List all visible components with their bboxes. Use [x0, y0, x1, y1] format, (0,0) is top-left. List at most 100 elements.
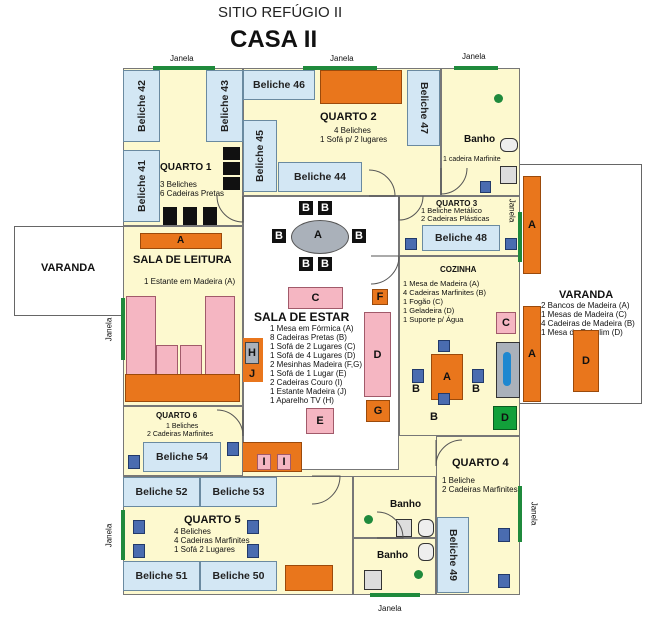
chair-b-kitchen: [412, 369, 424, 383]
banho-top-item: 1 cadeira Marfinite: [443, 156, 501, 163]
sala-de-estar-item: 1 Mesa em Fórmica (A): [270, 324, 354, 333]
shower-icon: [364, 515, 373, 524]
sink-icon: [418, 543, 434, 561]
quarto-6-item: 1 Beliches: [166, 423, 199, 430]
stove-c: C: [496, 312, 516, 334]
window: [153, 66, 215, 70]
quarto-5-name: QUARTO 5: [184, 514, 241, 526]
banho-mid-name: Banho: [390, 499, 422, 510]
plastic-chair: [505, 238, 517, 250]
right-veranda-item: 2 Bancos de Madeira (A): [541, 301, 630, 310]
beliche-44: Beliche 44: [278, 162, 362, 192]
shelf-bottom: [125, 374, 240, 402]
beliche-50: Beliche 50: [200, 561, 277, 591]
black-chair: [203, 207, 217, 225]
quarto-5-item: 4 Cadeiras Marfinites: [174, 536, 250, 545]
chair-b: B: [318, 201, 332, 215]
black-chair: [223, 147, 240, 160]
quarto-5-item: 4 Beliches: [174, 527, 211, 536]
sala-de-estar-item: 2 Cadeiras Couro (I): [270, 378, 343, 387]
sink-icon: [396, 519, 412, 537]
house-title: CASA II: [230, 26, 318, 53]
pebolim-d: D: [573, 330, 599, 392]
cozinha-item: 4 Cadeiras Marfinites (B): [403, 288, 486, 297]
sala-de-estar-item: 1 Sofá de 1 Lugar (E): [270, 369, 347, 378]
cozinha-item: 1 Fogão (C): [403, 297, 444, 306]
black-chair: [223, 162, 240, 175]
chair-b-kitchen: [438, 340, 450, 352]
chair-b: B: [299, 257, 313, 271]
shower-icon: [414, 570, 423, 579]
window-label: Janela: [330, 54, 354, 63]
toilet-icon: [364, 570, 382, 590]
window: [370, 593, 420, 597]
left-veranda-label: VARANDA: [41, 262, 96, 274]
veranda-bench-a: A: [523, 176, 541, 274]
chair-e: E: [306, 408, 334, 434]
quarto-3-name: QUARTO 3: [436, 199, 478, 208]
black-chair: [183, 207, 197, 225]
beliche-51: Beliche 51: [123, 561, 200, 591]
sala-de-leitura-item: 1 Estante em Madeira (A): [144, 277, 236, 286]
shower-icon: [494, 94, 503, 103]
estante-a: [140, 233, 222, 249]
marfinite-chair: [227, 442, 239, 456]
quarto-1-item: 6 Cadeiras Pretas: [160, 189, 225, 198]
left-veranda: VARANDA: [14, 226, 126, 316]
window-label: Janela: [462, 52, 486, 61]
beliche-45: Beliche 45: [243, 120, 277, 192]
sala-de-estar-item: 8 Cadeiras Pretas (B): [270, 333, 347, 342]
fridge-d: D: [493, 406, 517, 430]
beliche-41: Beliche 41: [123, 150, 160, 222]
sala-de-leitura-name: SALA DE LEITURA: [133, 254, 232, 266]
quarto-2-name: QUARTO 2: [320, 111, 377, 123]
chair-b-label: B: [472, 383, 480, 395]
sala-de-estar-item: 1 Sofá de 2 Lugares (C): [270, 342, 356, 351]
sala-de-estar-name: SALA DE ESTAR: [254, 310, 350, 324]
kitchen-table-a: A: [431, 354, 463, 400]
chair-b-label: B: [430, 411, 438, 423]
marfinite-chair: [498, 528, 510, 542]
dining-table-a: [291, 220, 349, 254]
quarto-6-name: QUARTO 6: [156, 411, 198, 420]
cozinha-item: 1 Geladeira (D): [403, 306, 455, 315]
cozinha-name: COZINHA: [440, 265, 477, 274]
window: [303, 66, 377, 70]
marfinite-chair: [128, 455, 140, 469]
beliche-49: Beliche 49: [437, 517, 469, 593]
right-veranda-item: 4 Cadeiras de Madeira (B): [541, 319, 635, 328]
sofa-2-lugares: [320, 70, 402, 104]
sofa-right: [205, 296, 235, 378]
quarto-3-item: 2 Cadeiras Plásticas: [421, 214, 490, 223]
cozinha-item: 1 Mesa de Madeira (A): [403, 279, 480, 288]
chair-b: B: [352, 229, 366, 243]
window-label: Janela: [170, 54, 194, 63]
right-veranda-label: VARANDA: [559, 289, 614, 301]
chair-i: I: [277, 454, 291, 470]
sala-de-estar-item: 2 Mesinhas Madeira (F,G): [270, 360, 363, 369]
banho-top-name: Banho: [464, 134, 496, 145]
quarto-3-item: 1 Beliche Metálico: [421, 206, 482, 215]
window: [121, 510, 125, 560]
window-label: Janela: [378, 604, 402, 613]
toilet-icon: [418, 519, 434, 537]
chair-b-kitchen: [438, 393, 450, 405]
black-chair: [163, 207, 177, 225]
marfinite-chair: [480, 181, 491, 193]
beliche-48: Beliche 48: [422, 225, 500, 251]
window: [518, 486, 522, 542]
window: [121, 298, 125, 360]
marfinite-chair: [133, 544, 145, 558]
sofa-c: C: [288, 287, 343, 309]
plastic-chair: [405, 238, 417, 250]
marfinite-chair: [247, 544, 259, 558]
marfinite-chair: [133, 520, 145, 534]
quarto-2-item: 4 Beliches: [334, 126, 371, 135]
sink-basin-icon: [503, 352, 511, 386]
quarto-2-item: 1 Sofá p/ 2 lugares: [320, 135, 388, 144]
beliche-46: Beliche 46: [243, 70, 315, 100]
beliche-42: Beliche 42: [123, 70, 160, 142]
quarto-5-item: 1 Sofá 2 Lugares: [174, 545, 235, 554]
right-veranda-item: 1 Mesas de Madeira (C): [541, 310, 627, 319]
